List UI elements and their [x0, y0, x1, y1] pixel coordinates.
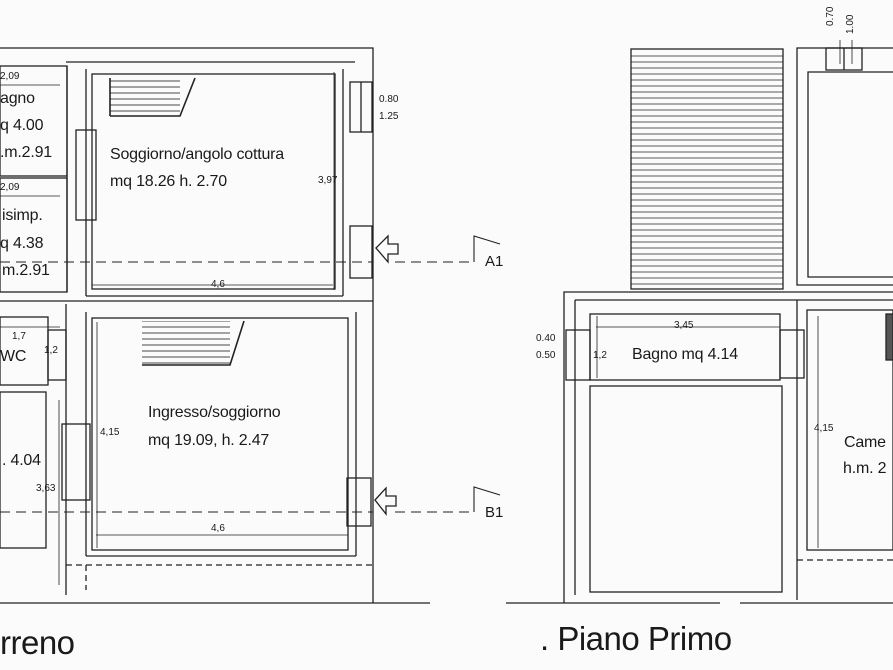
room-below-bagno	[589, 385, 783, 593]
disimp-room-label-3: m.2.91	[2, 262, 50, 279]
dim-040: 0.40	[536, 333, 556, 344]
bagno-first-floor-label: Bagno mq 4.14	[632, 346, 738, 363]
left-room-label: . 4.04	[2, 452, 41, 469]
dim-wc-width: 1,7	[12, 331, 26, 342]
roof-hatched-area	[630, 48, 784, 290]
dim-window-080: 0.80	[379, 94, 399, 105]
left-bottom-room	[0, 391, 47, 549]
dim-ingresso-width: 4,6	[211, 523, 225, 534]
section-b1-label: B1	[485, 504, 504, 521]
soggiorno-room-label-1: Soggiorno/angolo cottura	[110, 146, 284, 163]
stairs-ingresso	[142, 321, 230, 365]
ingresso-room-label-1: Ingresso/soggiorno	[148, 404, 281, 421]
soggiorno-room	[91, 73, 336, 290]
dim-window-125: 1.25	[379, 111, 399, 122]
ingresso-room	[91, 317, 349, 551]
dim-disimp-width: 2,09	[0, 182, 20, 193]
ingresso-room-label-2: mq 19.09, h. 2.47	[148, 432, 270, 449]
first-floor-title: . Piano Primo	[540, 620, 732, 657]
dim-bagno-height: 1,2	[593, 350, 607, 361]
dim-soggiorno-width: 4,6	[211, 279, 225, 290]
bagno-room-label-2: q 4.00	[0, 117, 44, 134]
first-floor-plan	[506, 40, 893, 604]
stairs-soggiorno	[110, 78, 180, 116]
bagno-room-label-1: agno	[0, 90, 35, 107]
dim-camera-height: 4,15	[814, 423, 834, 434]
dim-bagno-width: 2,09	[0, 71, 20, 82]
disimp-room-label-2: q 4.38	[0, 235, 44, 252]
section-a1-label: A1	[485, 253, 504, 270]
dim-left-room-height: 3,63	[36, 483, 56, 494]
door-soggiorno	[349, 225, 373, 279]
dim-050: 0.50	[536, 350, 556, 361]
ground-floor-outer-wall	[0, 47, 374, 603]
camera-room	[806, 309, 893, 551]
ground-floor-title: rreno	[0, 624, 75, 661]
cabinet	[75, 129, 97, 221]
ground-floor-plan	[0, 47, 430, 604]
dim-window-100: 1.00	[845, 14, 856, 34]
disimp-room-label-1: isimp.	[2, 207, 43, 224]
door-ingresso	[346, 477, 372, 527]
dim-wc-height: 1,2	[44, 345, 58, 356]
bagno-room-label-3: .m.2.91	[0, 144, 52, 161]
dim-window-070: 0.70	[825, 6, 836, 26]
dim-bagno-width: 3,45	[674, 320, 694, 331]
camera-label-1: Came	[844, 434, 886, 451]
soggiorno-room-label-2: mq 18.26 h. 2.70	[110, 173, 227, 190]
wc-room-label: WC	[0, 348, 27, 365]
dim-soggiorno-height: 3,97	[318, 175, 338, 186]
dim-ingresso-height: 4,15	[100, 427, 120, 438]
camera-label-2: h.m. 2	[843, 460, 887, 477]
